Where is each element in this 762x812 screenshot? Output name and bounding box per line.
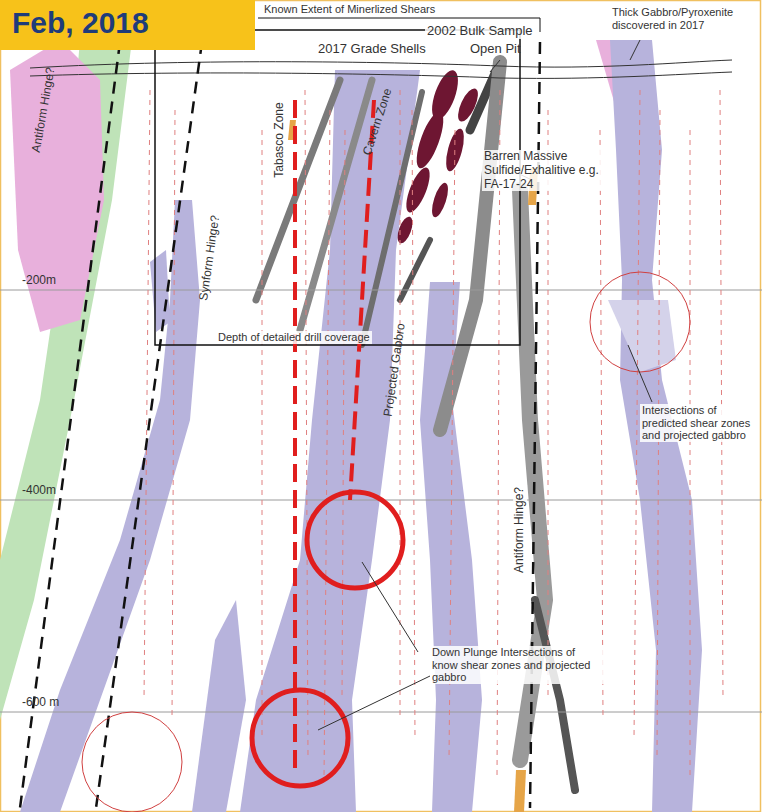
drill-trace [690,130,691,780]
drill-trace [305,90,308,760]
leader-lines [318,40,652,730]
sulfide-note: Barren Massive Sulfide/Exhalitive e.g. F… [482,150,601,191]
shell-label: 2017 Grade Shells [318,42,426,57]
date-banner: Feb, 2018 [0,0,255,50]
drill-trace [720,90,723,700]
pit-label: Open Pit [470,42,521,57]
drill-trace [342,130,345,700]
target-note: Down Plunge Intersections of know shear … [430,646,604,684]
pit-label: 2002 Bulk Sample [425,24,535,39]
grade-shells [395,67,482,245]
pale-gabbro [608,300,676,372]
gabbro-note: Thick Gabbro/Pyroxenite discovered in 20… [612,6,757,31]
drill-trace [324,110,330,780]
depth-lines [0,290,762,712]
extent-label: Known Extent of Minerlized Shears [262,3,437,16]
shear-zone-lines [295,100,374,772]
hinge-label: Antiform Hinge? [513,485,527,575]
depth-label: -200m [22,274,56,288]
depth-label: -600 m [22,696,59,710]
drill-trace [144,90,150,700]
coverage-label: Depth of detailed drill coverage [216,331,372,344]
detail-box [155,30,520,345]
hinge-lines [20,42,540,808]
surface-line [30,60,732,68]
hinge-label: Synform Hinge? [197,214,223,301]
date-text: Feb, 2018 [12,6,243,40]
surface-line [30,72,732,78]
zone-label: Tabasco Zone [273,102,287,177]
target-circles [82,272,690,812]
gabbro-bands [20,40,702,812]
drill-trace [172,110,175,720]
drill-trace [548,110,549,700]
target-note: Intersections of predicted shear zones a… [640,404,756,442]
drill-trace [400,90,401,720]
pink-unit [10,40,104,332]
depth-label: -400m [22,484,56,498]
drill-trace [262,130,263,740]
drill-trace [600,130,603,720]
drill-traces [144,90,723,780]
